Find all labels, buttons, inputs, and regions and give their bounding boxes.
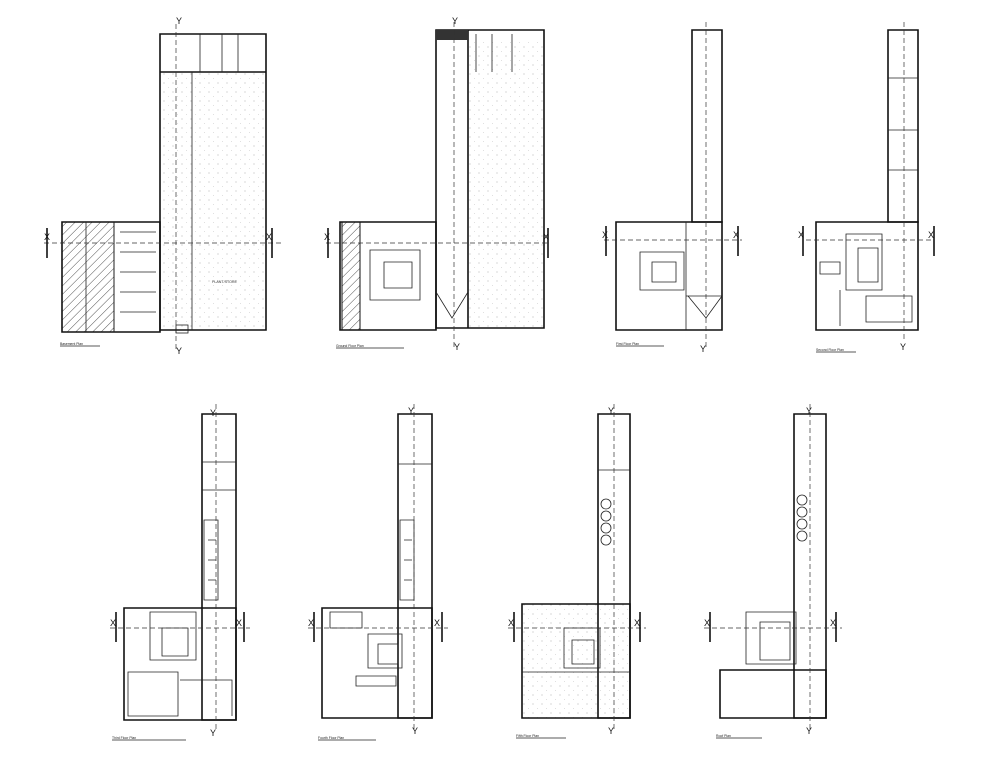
svg-text:X: X: [308, 618, 314, 628]
svg-text:Y: Y: [700, 344, 706, 354]
svg-text:Roof Plan: Roof Plan: [716, 734, 731, 738]
plan-first: First Floor Plan: [604, 22, 742, 348]
section-marks-first: X X Y: [602, 226, 739, 354]
section-y-top: Y: [176, 16, 182, 26]
section-marks-roof: X X Y Y: [704, 406, 837, 736]
svg-text:X: X: [704, 618, 710, 628]
section-marks-third: X X Y Y: [110, 408, 245, 738]
svg-text:Fourth Floor Plan: Fourth Floor Plan: [318, 736, 344, 740]
svg-text:X: X: [236, 618, 242, 628]
section-marks-fifth: X X Y Y: [508, 406, 641, 736]
svg-text:Y: Y: [412, 726, 418, 736]
svg-text:Y: Y: [608, 406, 614, 416]
svg-text:Y: Y: [210, 728, 216, 738]
plan-second: Second Floor Plan: [806, 22, 934, 353]
svg-text:Y: Y: [454, 342, 460, 352]
svg-text:Fifth Floor Plan: Fifth Floor Plan: [516, 734, 539, 738]
svg-text:Y: Y: [900, 342, 906, 352]
plan-basement: PLANT/STORE Basement Plan: [44, 24, 282, 352]
svg-text:X: X: [110, 618, 116, 628]
svg-text:X: X: [634, 618, 640, 628]
svg-text:Y: Y: [210, 408, 216, 418]
svg-text:Second Floor Plan: Second Floor Plan: [816, 348, 844, 352]
svg-text:First Floor Plan: First Floor Plan: [616, 342, 639, 346]
plan-fourth: Fourth Floor Plan: [308, 404, 448, 741]
section-marks-basement: X X Y Y: [44, 16, 273, 356]
svg-text:PLANT/STORE: PLANT/STORE: [212, 280, 237, 284]
svg-text:X: X: [602, 230, 608, 240]
svg-text:X: X: [830, 618, 836, 628]
svg-text:Ground Floor Plan: Ground Floor Plan: [336, 344, 364, 348]
section-marks-ground: X X Y Y: [324, 16, 549, 352]
svg-text:Y: Y: [452, 16, 458, 26]
svg-text:X: X: [324, 232, 330, 242]
svg-text:Y: Y: [408, 406, 414, 416]
svg-text:Y: Y: [806, 406, 812, 416]
svg-text:Y: Y: [608, 726, 614, 736]
svg-text:Basement Plan: Basement Plan: [60, 342, 83, 346]
plan-fifth: Fifth Floor Plan: [508, 404, 646, 739]
svg-text:X: X: [508, 618, 514, 628]
svg-text:X: X: [434, 618, 440, 628]
svg-text:X: X: [543, 232, 549, 242]
svg-text:X: X: [733, 230, 739, 240]
plan-ground: Ground Floor Plan: [326, 22, 548, 350]
plan-roof: Roof Plan: [704, 404, 842, 739]
section-marks-second: X X Y: [798, 226, 935, 352]
section-marks-fourth: X X Y Y: [308, 406, 443, 736]
section-y-bottom: Y: [176, 346, 182, 356]
svg-text:Y: Y: [806, 726, 812, 736]
svg-text:X: X: [928, 230, 934, 240]
section-x-right: X: [266, 232, 272, 242]
plan-third: Third Floor Plan: [110, 404, 250, 741]
svg-text:X: X: [798, 230, 804, 240]
svg-text:Third Floor Plan: Third Floor Plan: [112, 736, 136, 740]
